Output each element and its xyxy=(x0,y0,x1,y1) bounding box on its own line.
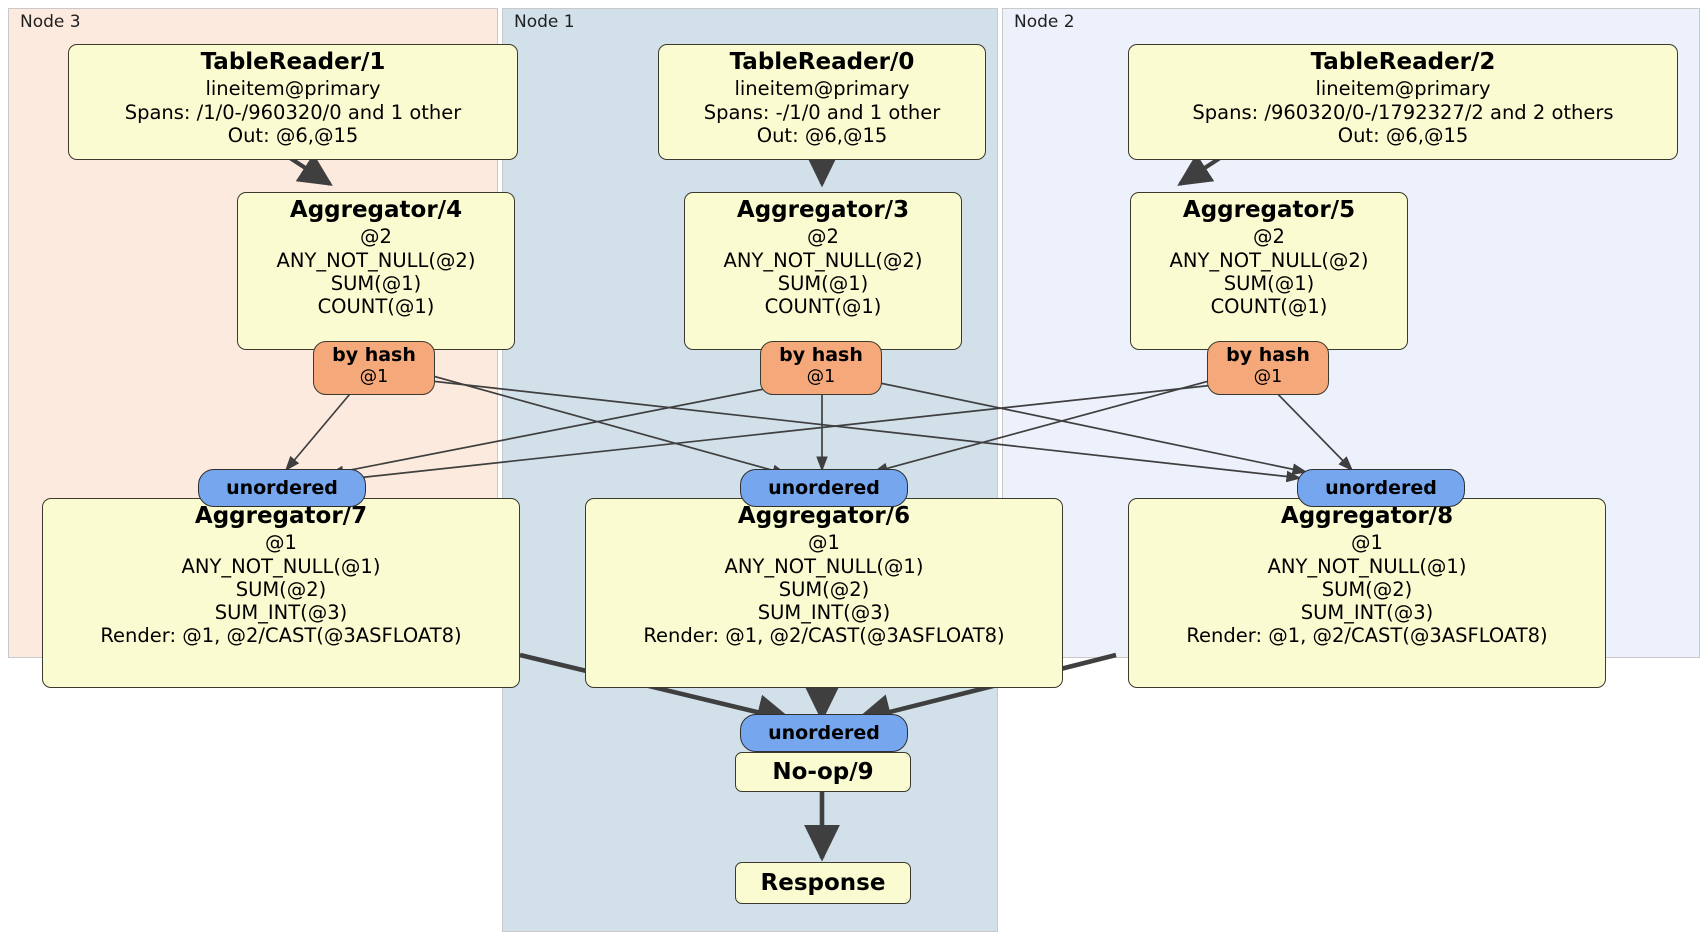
processor-line: SUM(@1) xyxy=(1223,271,1315,295)
node-label-node3: Node 3 xyxy=(20,12,81,32)
processor-line: @2 xyxy=(807,225,839,249)
processor-line: @1 xyxy=(265,531,297,555)
processor-line: Out: @6,@15 xyxy=(756,123,888,147)
processor-line: SUM_INT(@3) xyxy=(214,600,348,624)
router-type-label: by hash xyxy=(1226,344,1310,366)
processor-tablereader-1[interactable]: TableReader/1 lineitem@primary Spans: /1… xyxy=(68,44,518,160)
processor-title: No-op/9 xyxy=(772,759,874,785)
processor-line: Render: @1, @2/CAST(@3ASFLOAT8) xyxy=(1186,624,1548,648)
processor-title: TableReader/1 xyxy=(200,49,386,75)
processor-aggregator-5[interactable]: Aggregator/5 @2 ANY_NOT_NULL(@2) SUM(@1)… xyxy=(1130,192,1408,350)
processor-title: Aggregator/7 xyxy=(194,503,368,529)
processor-tablereader-2[interactable]: TableReader/2 lineitem@primary Spans: /9… xyxy=(1128,44,1678,160)
processor-line: ANY_NOT_NULL(@2) xyxy=(723,248,923,272)
processor-line: Render: @1, @2/CAST(@3ASFLOAT8) xyxy=(643,624,1005,648)
output-router-by-hash-left[interactable]: by hash @1 xyxy=(313,341,435,395)
processor-line: @1 xyxy=(1351,531,1383,555)
processor-aggregator-8[interactable]: Aggregator/8 @1 ANY_NOT_NULL(@1) SUM(@2)… xyxy=(1128,498,1606,688)
processor-line: ANY_NOT_NULL(@1) xyxy=(1267,554,1467,578)
processor-aggregator-3[interactable]: Aggregator/3 @2 ANY_NOT_NULL(@2) SUM(@1)… xyxy=(684,192,962,350)
synchronizer-label: unordered xyxy=(1325,477,1437,499)
node-label-node1: Node 1 xyxy=(514,12,575,32)
processor-aggregator-4[interactable]: Aggregator/4 @2 ANY_NOT_NULL(@2) SUM(@1)… xyxy=(237,192,515,350)
processor-tablereader-0[interactable]: TableReader/0 lineitem@primary Spans: -/… xyxy=(658,44,986,160)
processor-title: Response xyxy=(760,870,886,896)
synchronizer-label: unordered xyxy=(768,477,880,499)
processor-line: Out: @6,@15 xyxy=(1337,123,1469,147)
processor-line: SUM(@2) xyxy=(235,577,327,601)
synchronizer-label: unordered xyxy=(226,477,338,499)
processor-line: COUNT(@1) xyxy=(317,294,435,318)
router-column-label: @1 xyxy=(359,366,389,387)
router-type-label: by hash xyxy=(332,344,416,366)
synchronizer-unordered-right[interactable]: unordered xyxy=(1297,469,1465,507)
processor-line: SUM(@1) xyxy=(330,271,422,295)
synchronizer-unordered-final[interactable]: unordered xyxy=(740,714,908,752)
processor-title: Aggregator/6 xyxy=(737,503,911,529)
processor-line: @2 xyxy=(1253,225,1285,249)
processor-line: SUM(@1) xyxy=(777,271,869,295)
processor-aggregator-7[interactable]: Aggregator/7 @1 ANY_NOT_NULL(@1) SUM(@2)… xyxy=(42,498,520,688)
synchronizer-label: unordered xyxy=(768,722,880,744)
router-type-label: by hash xyxy=(779,344,863,366)
processor-line: @2 xyxy=(360,225,392,249)
processor-line: lineitem@primary xyxy=(734,77,910,101)
processor-line: SUM(@2) xyxy=(1321,577,1413,601)
processor-title: Aggregator/3 xyxy=(736,197,910,223)
processor-line: Render: @1, @2/CAST(@3ASFLOAT8) xyxy=(100,624,462,648)
processor-line: Spans: /960320/0-/1792327/2 and 2 others xyxy=(1192,100,1614,124)
processor-noop-9[interactable]: No-op/9 xyxy=(735,752,911,792)
processor-response[interactable]: Response xyxy=(735,862,911,904)
processor-line: Spans: /1/0-/960320/0 and 1 other xyxy=(124,100,462,124)
processor-line: ANY_NOT_NULL(@2) xyxy=(276,248,476,272)
processor-line: ANY_NOT_NULL(@2) xyxy=(1169,248,1369,272)
processor-line: Out: @6,@15 xyxy=(227,123,359,147)
node-label-node2: Node 2 xyxy=(1014,12,1075,32)
router-column-label: @1 xyxy=(1253,366,1283,387)
router-column-label: @1 xyxy=(806,366,836,387)
synchronizer-unordered-center[interactable]: unordered xyxy=(740,469,908,507)
processor-line: @1 xyxy=(808,531,840,555)
processor-line: ANY_NOT_NULL(@1) xyxy=(181,554,381,578)
output-router-by-hash-center[interactable]: by hash @1 xyxy=(760,341,882,395)
processor-line: SUM(@2) xyxy=(778,577,870,601)
processor-line: ANY_NOT_NULL(@1) xyxy=(724,554,924,578)
processor-line: lineitem@primary xyxy=(205,77,381,101)
synchronizer-unordered-left[interactable]: unordered xyxy=(198,469,366,507)
processor-line: SUM_INT(@3) xyxy=(1300,600,1434,624)
processor-line: COUNT(@1) xyxy=(1210,294,1328,318)
processor-title: TableReader/2 xyxy=(1310,49,1496,75)
processor-line: Spans: -/1/0 and 1 other xyxy=(703,100,941,124)
processor-title: Aggregator/8 xyxy=(1280,503,1454,529)
processor-line: SUM_INT(@3) xyxy=(757,600,891,624)
processor-title: TableReader/0 xyxy=(729,49,915,75)
processor-title: Aggregator/5 xyxy=(1182,197,1356,223)
output-router-by-hash-right[interactable]: by hash @1 xyxy=(1207,341,1329,395)
processor-title: Aggregator/4 xyxy=(289,197,463,223)
processor-line: lineitem@primary xyxy=(1315,77,1491,101)
processor-aggregator-6[interactable]: Aggregator/6 @1 ANY_NOT_NULL(@1) SUM(@2)… xyxy=(585,498,1063,688)
processor-line: COUNT(@1) xyxy=(764,294,882,318)
